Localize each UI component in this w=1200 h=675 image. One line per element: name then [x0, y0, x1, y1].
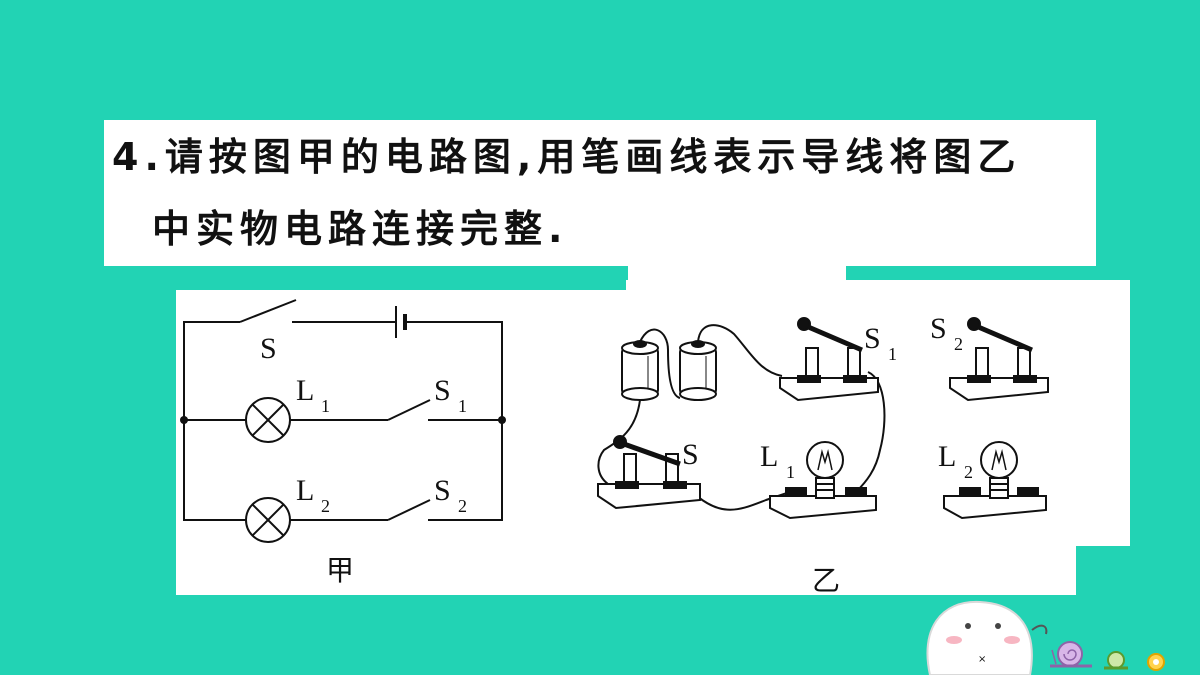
cartoon-decoration-icon: ×	[926, 600, 1165, 675]
question-line-1: 4.请按图甲的电路图,用笔画线表示导线将图乙	[112, 126, 1021, 181]
main-switch-device	[597, 435, 701, 510]
caption-a: 甲	[326, 554, 354, 587]
question-panel: 4.请按图甲的电路图,用笔画线表示导线将图乙 中实物电路连接完整.	[104, 120, 1096, 266]
switch1-blade	[387, 399, 431, 421]
schematic-wires	[183, 299, 503, 543]
label-b-switch1: S	[864, 322, 881, 355]
lamp2-device	[943, 441, 1047, 520]
caption-b: 乙	[812, 564, 840, 597]
label-switch2-sub: 2	[458, 496, 467, 516]
junction-left	[180, 416, 188, 424]
label-lamp1-sub: 1	[321, 396, 330, 416]
question-text-1: 请按图甲的电路图,用笔画线表示导线将图乙	[164, 135, 1022, 179]
label-lamp1: L	[296, 374, 314, 407]
figure-panel-right-bottom	[626, 540, 1076, 595]
snail-icon	[1050, 641, 1092, 668]
battery-1	[621, 340, 659, 401]
label-lamp2-sub: 2	[321, 496, 330, 516]
figure-panel-gap	[628, 262, 846, 282]
label-switch1: S	[434, 374, 451, 407]
label-b-lamp1: L	[760, 440, 778, 473]
switch2-device	[949, 317, 1049, 402]
label-b-switch2-sub: 2	[954, 334, 963, 354]
label-b-switch2: S	[930, 312, 947, 345]
label-b-lamp1-sub: 1	[786, 462, 795, 482]
label-b-lamp2-sub: 2	[964, 462, 973, 482]
junction-right	[498, 416, 506, 424]
switch2-blade	[387, 499, 431, 521]
switch1-device	[779, 317, 879, 402]
question-line-2: 中实物电路连接完整.	[152, 207, 569, 251]
svg-text:×: ×	[978, 654, 986, 665]
label-b-lamp2: L	[938, 440, 956, 473]
donut-icon	[1147, 653, 1165, 671]
snail-small-icon	[1104, 651, 1128, 670]
question-number: 4.	[112, 135, 165, 179]
label-lamp2: L	[296, 474, 314, 507]
battery-2	[679, 340, 717, 401]
lamp1-device	[769, 441, 877, 520]
label-b-switch-s: S	[682, 438, 699, 471]
label-b-switch1-sub: 1	[888, 344, 897, 364]
label-switch-s: S	[260, 332, 277, 365]
figure-panel-left	[176, 290, 626, 595]
label-switch2: S	[434, 474, 451, 507]
main-switch-blade	[239, 299, 297, 323]
label-switch1-sub: 1	[458, 396, 467, 416]
